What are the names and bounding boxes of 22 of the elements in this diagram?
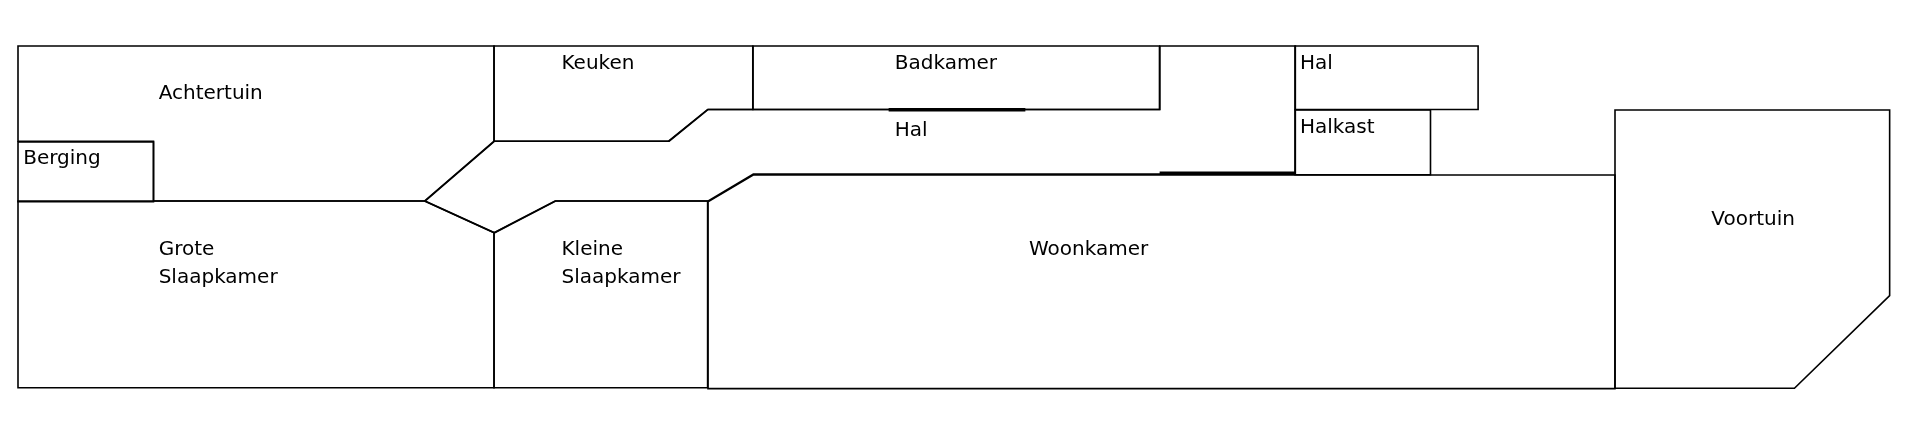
room-area xyxy=(1295,46,1479,110)
room-label: Halkast xyxy=(1300,113,1375,141)
room-area xyxy=(1295,109,1431,175)
room-label: Hal xyxy=(894,115,928,143)
room-area xyxy=(494,201,708,389)
room-area xyxy=(18,201,495,389)
room-area xyxy=(1614,109,1890,389)
room-area xyxy=(494,46,754,142)
room-label: Achtertuin xyxy=(158,79,263,107)
room-label: Voortuin xyxy=(1711,204,1795,232)
room-label: Keuken xyxy=(561,48,635,76)
room-label: Grote Slaapkamer xyxy=(158,235,279,291)
room-label: Berging xyxy=(23,143,101,171)
room-area xyxy=(753,46,1160,110)
room-label: Woonkamer xyxy=(1029,235,1149,263)
room-label: Hal xyxy=(1300,48,1333,76)
room-label: Badkamer xyxy=(894,48,997,76)
room-label: Kleine Slaapkamer xyxy=(561,235,682,291)
room-area xyxy=(708,174,1615,389)
room-area xyxy=(18,141,154,202)
room-area xyxy=(424,46,1296,234)
room-area xyxy=(18,46,495,202)
